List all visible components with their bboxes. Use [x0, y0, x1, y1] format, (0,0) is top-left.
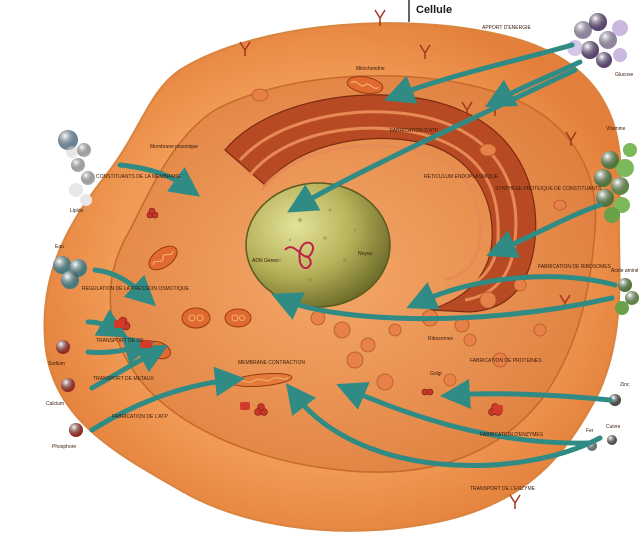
- label-pression-osmotique: REGULATION DE LA PRESSION OSMOTIQUE: [82, 286, 190, 292]
- label-fabrication-atp2: FABRICATION DE L'ATP: [112, 414, 168, 420]
- label-eau: Eau: [55, 244, 64, 250]
- label-golgi: Golgi: [430, 371, 442, 377]
- label-fer: Fer: [586, 428, 594, 434]
- label-sodium: Sodium: [48, 361, 65, 367]
- label-adn: ADN Gènes: [252, 258, 279, 264]
- label-noyau: Noyau: [358, 251, 373, 257]
- label-phosphore: Phosphore: [52, 444, 76, 450]
- label-ribosomes-fab: FABRICATION DE RIBOSOMES: [538, 264, 612, 270]
- label-lipide: Lipide: [70, 208, 84, 214]
- label-vitamine: Vitamine: [606, 126, 626, 132]
- label-cuivre: Cuivre: [606, 424, 621, 430]
- label-apport-energie: APPORT D'ENERGIE: [482, 25, 532, 31]
- label-transport-o2: TRANSPORT DE O2: [96, 338, 143, 344]
- label-fabrication-enzymes: FABRICATION D'ENZYMES: [480, 432, 544, 438]
- label-fabrication-proteines: FABRICATION DE PROTEINES: [470, 358, 542, 364]
- glucose-cluster: [567, 13, 628, 68]
- label-constituants: CONSTITUANTS DE LA MEMBRANE: [96, 174, 181, 180]
- label-acide-amine: Acide aminé: [611, 268, 639, 274]
- lipid-cluster: [58, 130, 95, 206]
- label-calcium: Calcium: [46, 401, 64, 407]
- label-membrane-plasmique: Membrane plasmique: [150, 144, 198, 150]
- label-reticulum: RETICULUM ENDOPLASMIQUE: [424, 174, 499, 180]
- nucleus: [246, 183, 390, 307]
- label-ribosomes: Ribosomes: [428, 336, 454, 342]
- label-transport-enzyme: TRANSPORT DE L'ENZYME: [470, 486, 536, 492]
- label-mitochondrie: Mitochondrie: [356, 66, 385, 72]
- diagram-title: Cellule: [416, 4, 452, 16]
- label-membrane-contraction: MEMBRANE CONTRACTION: [238, 360, 305, 366]
- label-transport-metaux: TRANSPORT DE METAUX: [93, 376, 155, 382]
- label-fabrication-atp: FABRICATION D'ATP: [390, 128, 439, 134]
- label-zinc: Zinc: [620, 382, 630, 388]
- label-synthese: SYNTHESE PROTEIQUE DE CONSTITUANTS: [495, 186, 602, 192]
- label-glucose: Glucose: [615, 72, 634, 78]
